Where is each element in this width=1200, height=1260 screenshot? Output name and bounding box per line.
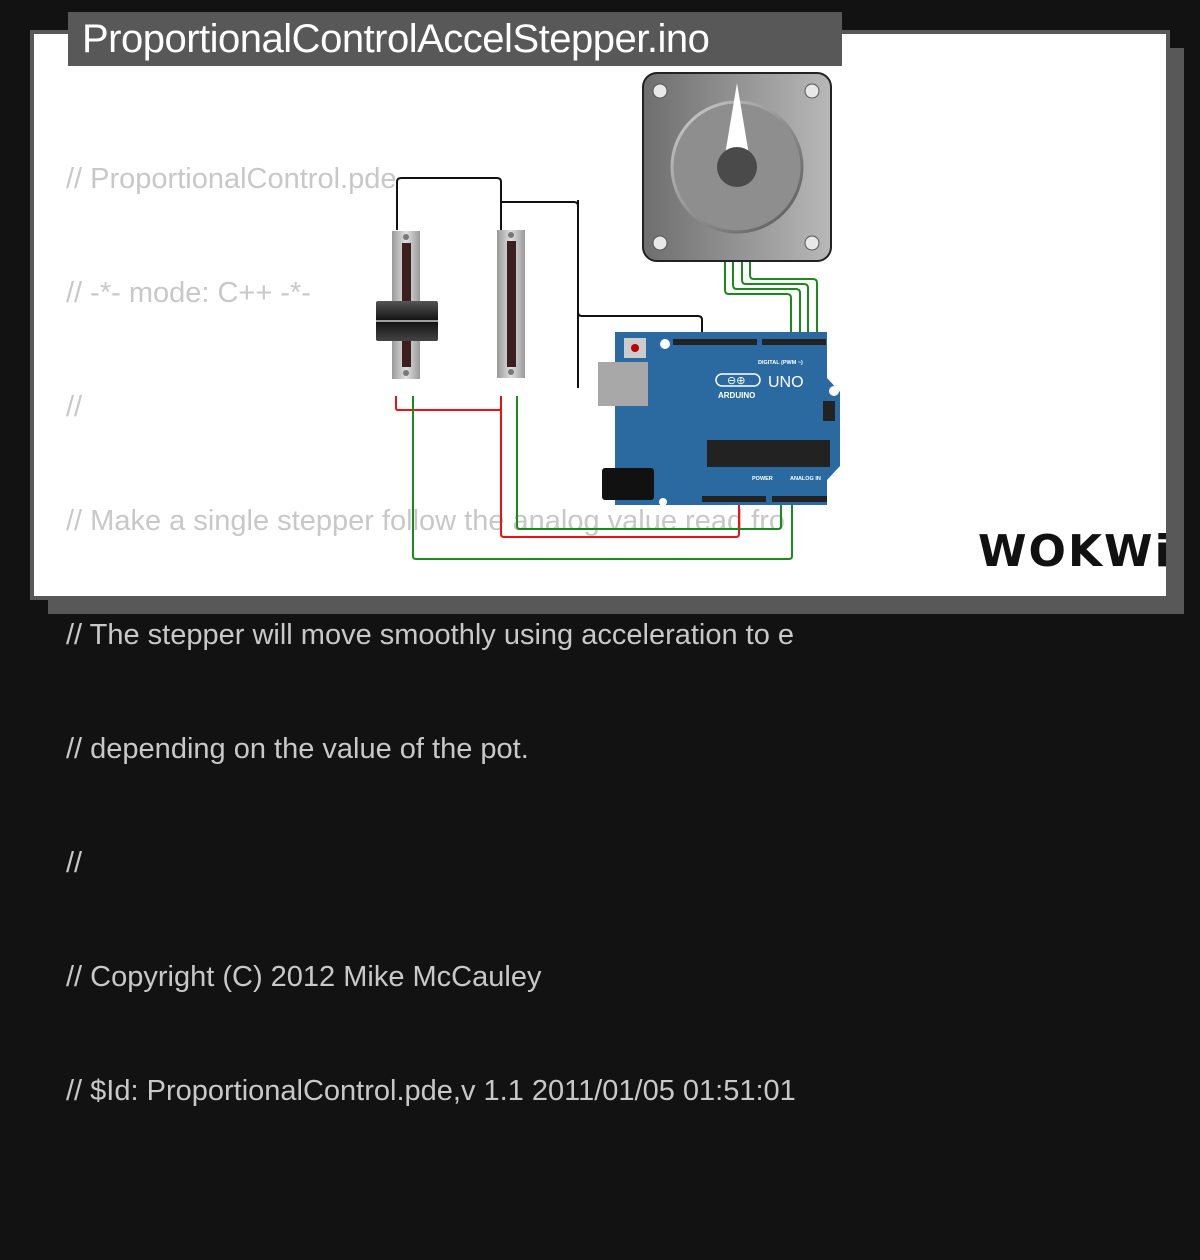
wire-stepper — [724, 262, 818, 340]
arduino-uno[interactable]: ⊖⊕ ARDUINO UNO DIGITAL (PWM ~) POWER ANA… — [598, 332, 840, 506]
code-line: // $Id: ProportionalControl.pde,v 1.1 20… — [66, 1075, 796, 1107]
wire-5v — [395, 396, 740, 538]
code-line: // — [66, 847, 83, 879]
wire-signal — [412, 396, 793, 560]
digital-label: DIGITAL (PWM ~) — [758, 360, 803, 366]
page-title: ProportionalControlAccelStepper.ino — [68, 12, 842, 66]
arduino-logo-icon: ⊖⊕ — [727, 375, 745, 387]
code-line: // — [66, 391, 83, 423]
stepper-motor[interactable] — [642, 72, 832, 262]
wire-gnd-arduino — [577, 200, 703, 348]
arduino-model: UNO — [768, 374, 804, 391]
code-line: // -*- mode: C++ -*- — [66, 277, 311, 309]
arduino-brand: ARDUINO — [718, 391, 755, 400]
analog-label: ANALOG IN — [790, 476, 821, 482]
circuit-diagram: ⊖⊕ ARDUINO UNO DIGITAL (PWM ~) POWER ANA… — [376, 72, 840, 560]
wokwi-logo: WOKWi — [978, 526, 1172, 577]
slide-potentiometer-2[interactable] — [497, 230, 525, 378]
slide-potentiometer-1[interactable] — [376, 231, 438, 379]
code-line: // ProportionalControl.pde — [66, 163, 397, 195]
code-line: // Make a single stepper follow the anal… — [66, 505, 785, 537]
power-label: POWER — [752, 476, 773, 482]
code-line — [66, 1186, 832, 1224]
code-line: // depending on the value of the pot. — [66, 733, 529, 765]
code-line: // Copyright (C) 2012 Mike McCauley — [66, 961, 542, 993]
